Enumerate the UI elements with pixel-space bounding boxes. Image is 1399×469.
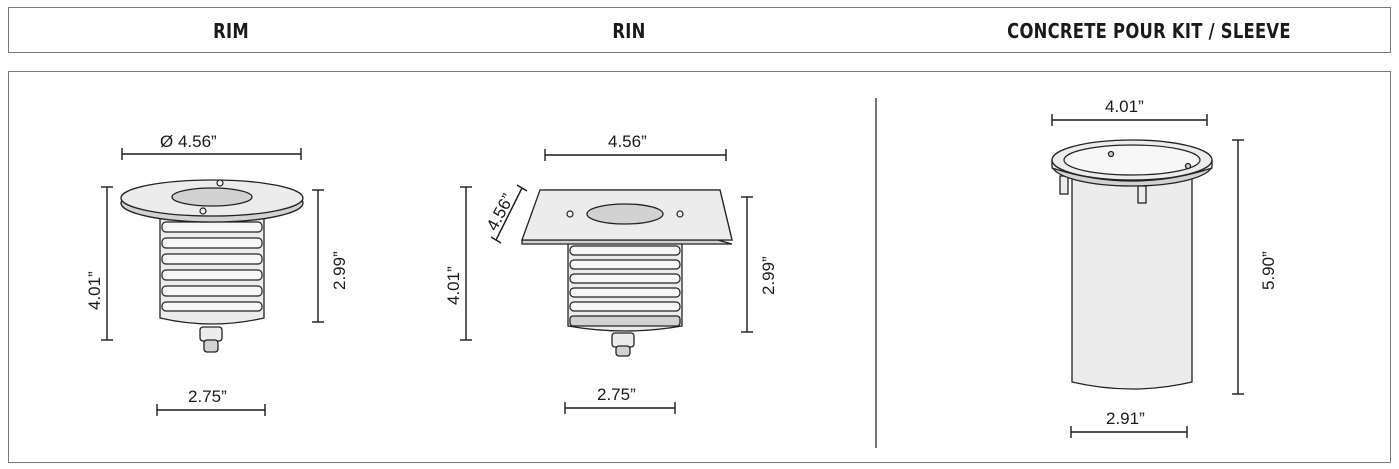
rin-lens [586,203,664,225]
rin-depth-label: 4.56” [483,190,518,233]
column-title-rin: RIN [612,19,646,43]
sleeve-height-label: 5.90” [1259,251,1278,290]
rim-cable-gland [199,326,223,342]
sleeve-drawing: 4.01” 5.90” 2.91” [1051,97,1278,438]
rin-base-width-label: 2.75” [597,385,636,404]
rim-fins [161,221,263,312]
rim-diameter-label: Ø 4.56” [160,132,217,151]
rin-drawing: 4.56” 4.56” 4.01” 2.99” [444,132,778,414]
rim-height-total-label: 4.01” [85,271,104,310]
rin-height-total-label: 4.01” [444,266,463,305]
rin-depth-line [495,187,523,241]
column-title-sleeve: CONCRETE POUR KIT / SLEEVE [1007,19,1291,43]
column-title-rim: RIM [213,19,249,43]
rin-cable-gland [611,332,635,348]
rim-base-width-label: 2.75” [188,387,227,406]
rin-height-body-label: 2.99” [759,256,778,295]
rin-fins [569,245,681,327]
rim-lens [171,187,253,207]
sleeve-cylinder [1071,177,1193,390]
rim-height-body-label: 2.99” [330,251,349,290]
sleeve-top-width-label: 4.01” [1105,97,1144,116]
sleeve-bottom-width-label: 2.91” [1106,409,1145,428]
rin-width-label: 4.56” [608,132,647,151]
header-bar: RIM RIN CONCRETE POUR KIT / SLEEVE [8,7,1391,53]
rim-drawing: Ø 4.56” 4.01” 2.99” [85,132,349,416]
